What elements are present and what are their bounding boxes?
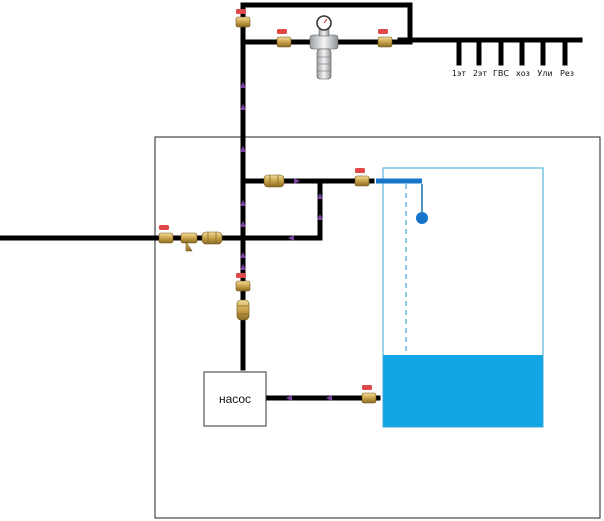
float-icon xyxy=(416,212,428,224)
filter-icon xyxy=(309,25,339,80)
ball-valve-icon xyxy=(361,385,377,404)
outlet-label: 1эт xyxy=(452,69,466,78)
flow-arrow-left-icon xyxy=(288,235,294,241)
flow-arrow-up-icon xyxy=(317,214,323,220)
outlet-label: 2эт xyxy=(473,69,487,78)
ball-valve-icon xyxy=(354,168,370,187)
ball-valve-icon xyxy=(377,29,393,48)
building-outline xyxy=(154,136,601,519)
pipes xyxy=(0,2,583,401)
flow-arrow-up-icon xyxy=(240,252,246,258)
flow-arrow-up-icon xyxy=(240,104,246,110)
flow-arrow-up-icon xyxy=(240,264,246,270)
pump: насос xyxy=(203,371,267,427)
strainer-icon xyxy=(180,232,198,252)
tank-outline xyxy=(382,167,544,428)
outlet-label: Ули xyxy=(537,69,552,78)
flow-arrow-left-icon xyxy=(326,395,332,401)
storage-tank xyxy=(376,167,544,428)
flow-arrow-up-icon xyxy=(240,146,246,152)
flow-arrows xyxy=(240,82,332,401)
flow-arrow-up-icon xyxy=(317,193,323,199)
check-valve-icon xyxy=(201,231,223,245)
check-valve-icon xyxy=(263,174,285,188)
flow-arrow-up-icon xyxy=(240,82,246,88)
tank-water xyxy=(383,355,543,427)
flow-arrow-left-icon xyxy=(286,395,292,401)
ball-valve-icon xyxy=(276,29,292,48)
check-valve-icon xyxy=(236,299,250,321)
outlet-label: Рез xyxy=(560,69,574,78)
pump-box xyxy=(203,371,267,427)
flow-arrow-up-icon xyxy=(240,200,246,206)
pressure-gauge-icon xyxy=(316,15,332,31)
outlet-label: ГВС xyxy=(493,69,509,78)
ball-valve-icon xyxy=(158,225,174,244)
flow-arrow-right-icon xyxy=(294,178,300,184)
ball-valve-icon xyxy=(235,273,251,292)
outlet-label: хоз xyxy=(516,69,530,78)
pump-label: насос xyxy=(219,392,251,406)
flow-arrow-up-icon xyxy=(240,221,246,227)
outlet-labels: 1эт 2эт ГВС хоз Ули Рез xyxy=(452,69,574,78)
ball-valve-icon xyxy=(235,9,251,28)
